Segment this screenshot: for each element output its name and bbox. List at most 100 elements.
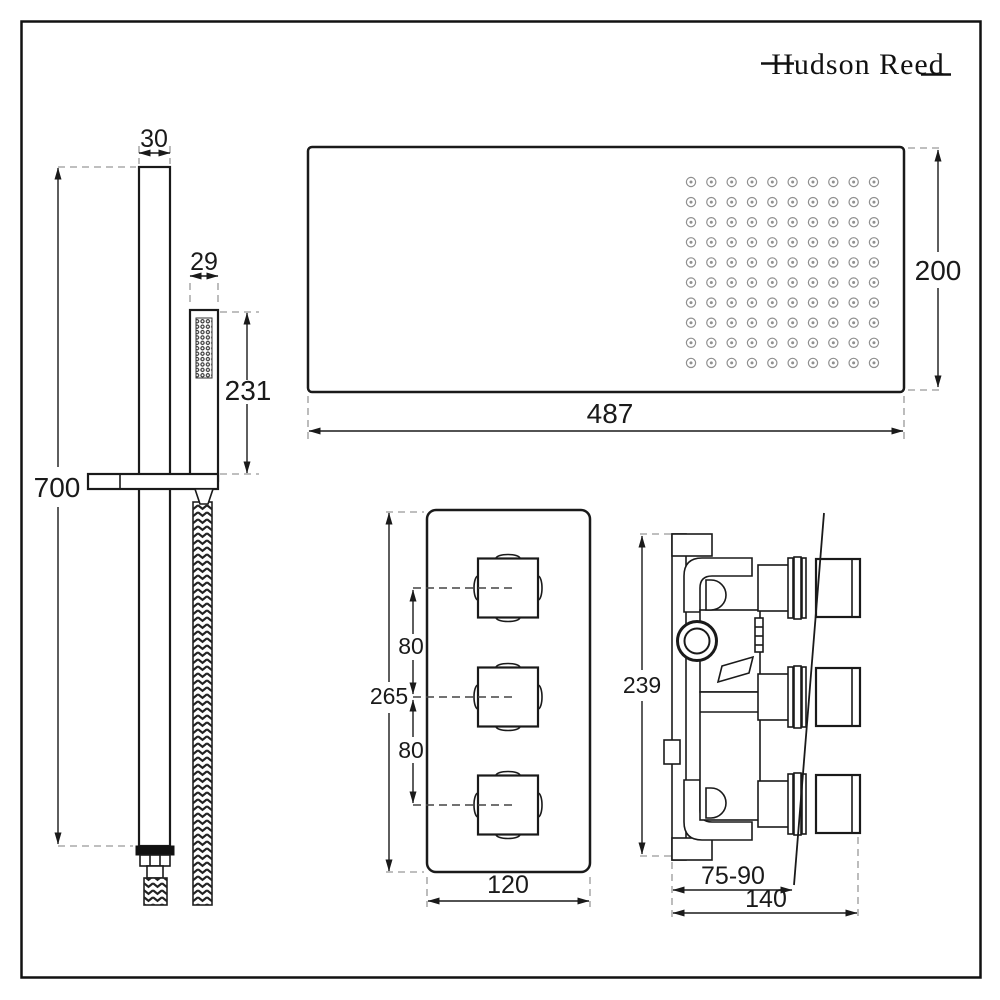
nozzle-dot bbox=[750, 361, 754, 365]
nozzle-dot bbox=[770, 220, 774, 224]
nozzle-dot bbox=[709, 281, 713, 284]
nozzle-dot bbox=[689, 220, 693, 224]
dim-panel-height: 200 bbox=[908, 147, 962, 391]
dim-plate-height-label: 265 bbox=[370, 683, 408, 709]
nozzle-dot bbox=[730, 281, 734, 284]
nozzle-dot bbox=[750, 240, 754, 244]
nozzle-dot bbox=[831, 301, 835, 305]
nozzle-dot bbox=[730, 341, 734, 345]
nozzle-dot bbox=[770, 260, 774, 264]
dim-rail-width: 30 bbox=[138, 125, 171, 164]
valve-knob-front bbox=[473, 553, 543, 623]
valve-inlet-port-inner bbox=[683, 627, 711, 655]
nozzle-dot bbox=[811, 301, 815, 305]
nozzle-dot bbox=[750, 260, 754, 264]
nozzle-dot bbox=[750, 281, 754, 284]
valve-knob-side bbox=[757, 772, 862, 836]
dim-wall-depth-label: 75-90 bbox=[701, 862, 765, 890]
valve-port-bottom bbox=[705, 787, 727, 819]
valve-front-view: 80 80 265 120 bbox=[370, 508, 592, 907]
dim-rail-height: 700 bbox=[34, 166, 136, 847]
dim-handset-width-label: 29 bbox=[190, 248, 218, 276]
nozzle-dot bbox=[770, 281, 774, 284]
nozzle-dot bbox=[852, 301, 856, 305]
dim-knob-spacing-lower-label: 80 bbox=[398, 737, 424, 763]
nozzle-dot bbox=[689, 180, 693, 184]
nozzle-dot bbox=[730, 180, 734, 184]
nozzle-dot bbox=[770, 240, 774, 244]
nozzle-dot bbox=[770, 180, 774, 184]
rail-seal-ring bbox=[135, 845, 175, 856]
dim-panel-width-label: 487 bbox=[587, 398, 634, 429]
nozzle-dot bbox=[831, 361, 835, 365]
nozzle-dot bbox=[770, 361, 774, 365]
nozzle-dot bbox=[831, 341, 835, 345]
dim-panel-height-label: 200 bbox=[915, 255, 962, 286]
shower-head-panel bbox=[306, 145, 906, 394]
nozzle-grid bbox=[685, 176, 880, 369]
dim-wall-depth: 75-90 bbox=[671, 862, 793, 918]
dim-panel-width: 487 bbox=[307, 396, 905, 440]
nozzle-dot bbox=[730, 260, 734, 264]
nozzle-dot bbox=[852, 341, 856, 345]
nozzle-dot bbox=[730, 240, 734, 244]
nozzle-dot bbox=[872, 240, 876, 244]
nozzle-dot bbox=[709, 220, 713, 224]
nozzle-dot bbox=[709, 180, 713, 184]
dim-plate-width-label: 120 bbox=[487, 871, 529, 899]
nozzle-dot bbox=[770, 301, 774, 305]
nozzle-dot bbox=[750, 220, 754, 224]
nozzle-dot bbox=[689, 200, 693, 204]
nozzle-dot bbox=[730, 361, 734, 365]
slide-rail-view: 30 29 231 700 bbox=[34, 125, 271, 906]
nozzle-dot bbox=[831, 260, 835, 264]
nozzle-dot bbox=[852, 200, 856, 204]
valve-thread bbox=[754, 617, 764, 653]
valve-port-top bbox=[705, 579, 727, 611]
nozzle-dot bbox=[689, 321, 693, 325]
slider-bracket bbox=[86, 472, 220, 491]
nozzle-dot bbox=[852, 361, 856, 365]
nozzle-dot bbox=[730, 301, 734, 305]
valve-plate bbox=[425, 508, 592, 874]
dim-total-depth: 140 bbox=[672, 837, 859, 918]
dim-side-height-label: 239 bbox=[623, 672, 661, 698]
nozzle-dot bbox=[872, 341, 876, 345]
dim-handset-width: 29 bbox=[189, 248, 219, 306]
slide-rail-bar bbox=[137, 165, 172, 848]
nozzle-dot bbox=[689, 281, 693, 284]
nozzle-dot bbox=[852, 260, 856, 264]
nozzle-dot bbox=[770, 321, 774, 325]
nozzle-dot bbox=[791, 301, 795, 305]
nozzle-dot bbox=[791, 220, 795, 224]
nozzle-dot bbox=[791, 321, 795, 325]
rail-inlet-hose bbox=[143, 877, 168, 906]
nozzle-dot bbox=[770, 200, 774, 204]
nozzle-dot bbox=[811, 180, 815, 184]
nozzle-dot bbox=[791, 260, 795, 264]
nozzle-dot bbox=[852, 180, 856, 184]
rail-hex-nut bbox=[139, 854, 171, 867]
nozzle-dot bbox=[791, 180, 795, 184]
nozzle-dot bbox=[811, 260, 815, 264]
nozzle-dot bbox=[709, 361, 713, 365]
nozzle-dot bbox=[750, 180, 754, 184]
nozzle-dot bbox=[750, 301, 754, 305]
nozzle-dot bbox=[709, 321, 713, 325]
nozzle-dot bbox=[831, 180, 835, 184]
brand-logo-text: Hudson Reed bbox=[771, 48, 944, 81]
nozzle-dot bbox=[689, 260, 693, 264]
wall-finish-line bbox=[793, 512, 825, 886]
nozzle-dot bbox=[709, 301, 713, 305]
dim-side-height: 239 bbox=[623, 533, 671, 857]
nozzle-dot bbox=[811, 240, 815, 244]
nozzle-dot bbox=[750, 200, 754, 204]
nozzle-dot bbox=[791, 200, 795, 204]
valve-top-block bbox=[671, 533, 713, 557]
nozzle-dot bbox=[831, 240, 835, 244]
dim-total-depth-label: 140 bbox=[745, 885, 787, 913]
dim-plate-width: 120 bbox=[426, 871, 591, 907]
nozzle-dot bbox=[872, 281, 876, 284]
